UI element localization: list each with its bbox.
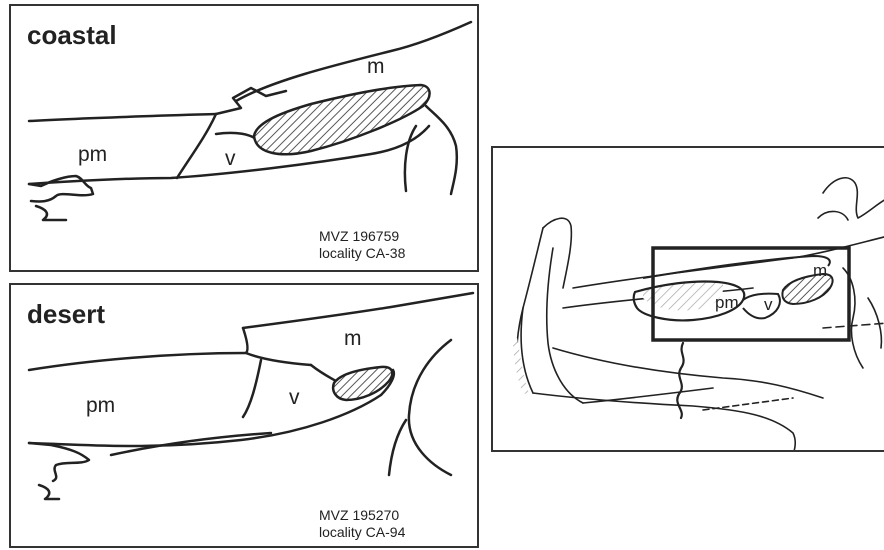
desert-specimen: MVZ 195270 [319, 507, 405, 524]
desert-label-m: m [344, 328, 362, 349]
coastal-label-pm: pm [78, 144, 107, 165]
overview-label-v: v [764, 296, 773, 313]
desert-label-v: v [289, 387, 300, 408]
coastal-label-m: m [367, 56, 385, 77]
coastal-title: coastal [27, 22, 117, 48]
coastal-specimen: MVZ 196759 [319, 228, 405, 245]
overview-skull-drawing [493, 148, 884, 452]
coastal-panel: coastal m pm v MVZ 196759 locality CA-38 [9, 4, 479, 272]
desert-hatched-bone [333, 367, 392, 400]
desert-title: desert [27, 301, 105, 327]
desert-label-pm: pm [86, 395, 115, 416]
overview-label-m: m [813, 262, 827, 279]
coastal-caption: MVZ 196759 locality CA-38 [319, 228, 405, 262]
desert-caption: MVZ 195270 locality CA-94 [319, 507, 405, 541]
coastal-locality: locality CA-38 [319, 245, 405, 262]
overview-panel: m pm v [491, 146, 884, 452]
desert-locality: locality CA-94 [319, 524, 405, 541]
overview-label-pm: pm [715, 294, 739, 311]
coastal-label-v: v [225, 148, 236, 169]
desert-panel: desert m pm v MVZ 195270 locality CA-94 [9, 283, 479, 548]
